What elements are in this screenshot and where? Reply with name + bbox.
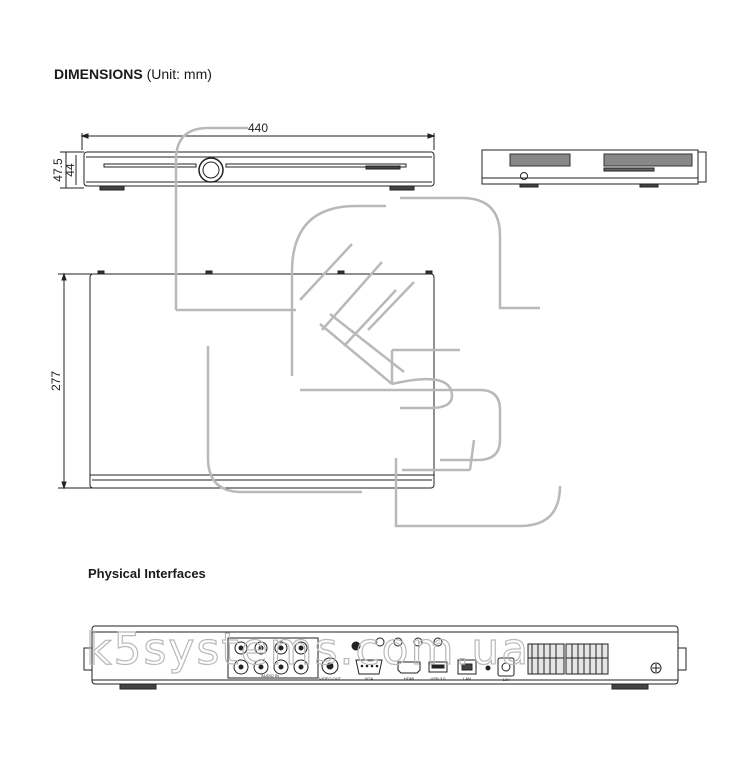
rear-panel: [83, 625, 687, 690]
watermark-text: k5systems.com.ua: [86, 624, 530, 675]
hdmi-label: HDMI: [404, 676, 414, 681]
height-outer-dimension-label: 47.5: [51, 158, 65, 182]
depth-dimension-label: 277: [49, 371, 63, 391]
lan-label: LAN: [463, 676, 471, 681]
dimensions-heading: DIMENSIONS (Unit: mm): [54, 66, 212, 82]
width-dimension-label: 440: [248, 121, 268, 135]
power-label: 12V: [502, 677, 509, 682]
front-view: [60, 133, 436, 191]
usb-label: USB 3.0: [431, 676, 447, 681]
physical-interfaces-heading: Physical Interfaces: [88, 566, 206, 581]
height-inner-dimension-label: 44: [63, 163, 77, 177]
side-view: [481, 149, 707, 188]
audio-in-label: AUDIO IN: [261, 673, 279, 678]
dimensions-heading-unit: (Unit: mm): [142, 66, 212, 82]
top-view: [58, 270, 435, 490]
dimensions-heading-title: DIMENSIONS: [54, 66, 143, 82]
vga-label: VGA: [365, 676, 374, 681]
watermark-logo: [174, 126, 562, 528]
video-out-label: VIDEO OUT: [319, 676, 342, 681]
